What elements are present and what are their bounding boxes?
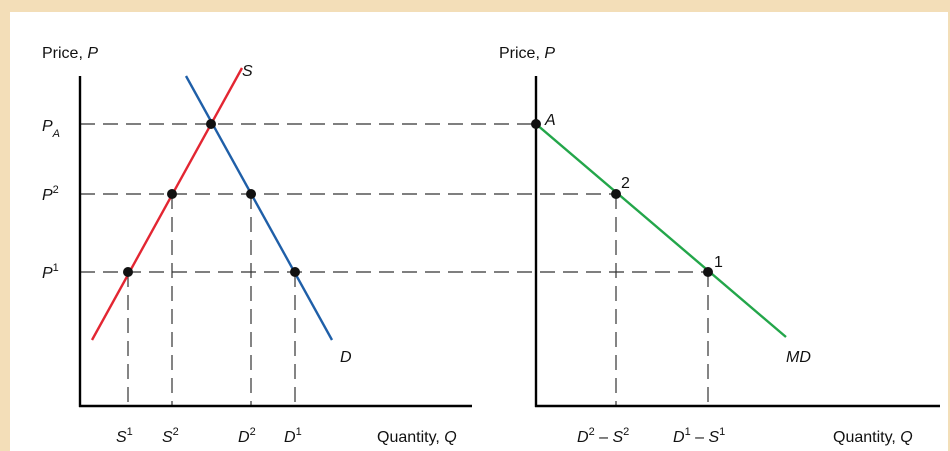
- demand-curve: [184, 75, 334, 341]
- qty-label-d1: D1: [284, 426, 302, 446]
- supply-point-1: [123, 267, 133, 277]
- price-label-pa: PA: [42, 118, 60, 140]
- qty-label-d2: D2: [238, 426, 256, 446]
- supply-point-2: [167, 189, 177, 199]
- md-label-1: 1: [714, 254, 723, 271]
- md-point-2: [611, 189, 621, 199]
- right-axes: [534, 76, 940, 408]
- qty-label-d1-minus-s1: D1 – S1: [673, 426, 725, 446]
- md-point-a: [531, 119, 541, 129]
- price-label-p2: P2: [42, 184, 59, 204]
- right-y-axis-label: Price, P: [499, 45, 555, 62]
- demand-point-2: [246, 189, 256, 199]
- left-y-axis-label: Price, P: [42, 45, 98, 62]
- figure-panel: [10, 12, 948, 451]
- left-axes: [78, 76, 472, 408]
- equilibrium-point: [206, 119, 216, 129]
- qty-label-d2-minus-s2: D2 – S2: [577, 426, 629, 446]
- md-curve-label: MD: [786, 349, 811, 366]
- guide-lines: [80, 123, 709, 406]
- supply-label: S: [242, 63, 253, 80]
- qty-label-s1: S1: [116, 426, 133, 446]
- demand-label: D: [340, 349, 352, 366]
- demand-point-1: [290, 267, 300, 277]
- qty-label-s2: S2: [162, 426, 179, 446]
- md-point-1: [703, 267, 713, 277]
- md-label-2: 2: [621, 175, 630, 192]
- points: [123, 119, 713, 277]
- right-x-axis-label: Quantity, Q: [833, 429, 913, 446]
- supply-curve: [90, 67, 244, 341]
- md-label-a: A: [544, 112, 556, 129]
- left-x-axis-label: Quantity, Q: [377, 429, 457, 446]
- price-label-p1: P1: [42, 262, 59, 282]
- import-demand-curve: [535, 123, 787, 338]
